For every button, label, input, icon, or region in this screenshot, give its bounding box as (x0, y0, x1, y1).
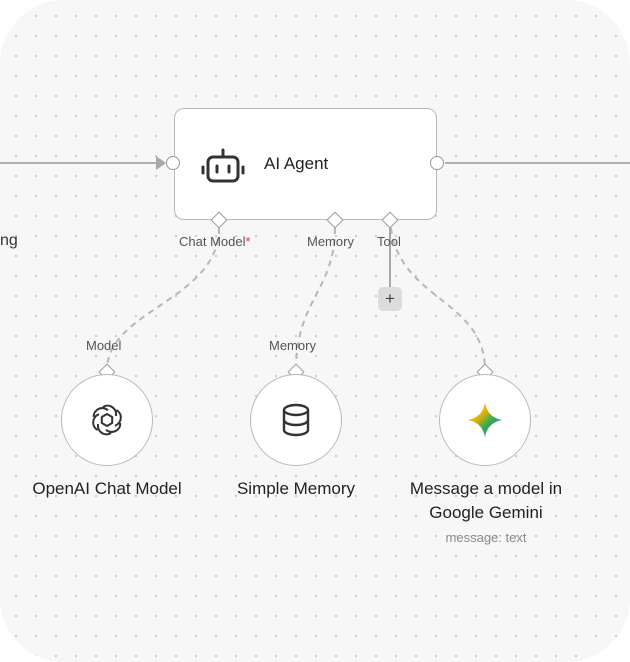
openai-chat-model-node[interactable] (61, 374, 153, 466)
gemini-icon (467, 402, 503, 438)
database-icon (282, 403, 310, 437)
required-marker: * (245, 234, 251, 249)
simple-memory-node[interactable] (250, 374, 342, 466)
openai-chat-model-title: OpenAI Chat Model (32, 479, 182, 498)
memory-input-label: Memory (307, 234, 354, 249)
add-tool-button[interactable]: + (378, 287, 402, 311)
connection-tool (390, 227, 486, 371)
gemini-node[interactable] (439, 374, 531, 466)
gemini-subtitle: message: text (445, 530, 527, 545)
tool-input-label: Tool (377, 234, 401, 249)
left-partial-label: ng (0, 232, 18, 249)
chat-model-input-label: Chat Model* (179, 234, 251, 249)
simple-memory-title: Simple Memory (236, 479, 356, 498)
agent-input-port[interactable] (166, 156, 180, 170)
ai-agent-title: AI Agent (264, 154, 329, 173)
agent-output-port[interactable] (430, 156, 444, 170)
main-connection-arrow (156, 156, 166, 170)
gemini-title-line2: Google Gemini (429, 503, 543, 522)
memory-node-input-label: Memory (269, 338, 316, 353)
connection-memory (295, 227, 336, 371)
robot-icon (201, 148, 245, 183)
model-input-label: Model (86, 338, 122, 353)
gemini-title-line1: Message a model in (409, 479, 563, 498)
connection-chat-model (106, 227, 220, 371)
ai-agent-node[interactable]: AI Agent (174, 108, 437, 220)
openai-icon (92, 404, 122, 436)
